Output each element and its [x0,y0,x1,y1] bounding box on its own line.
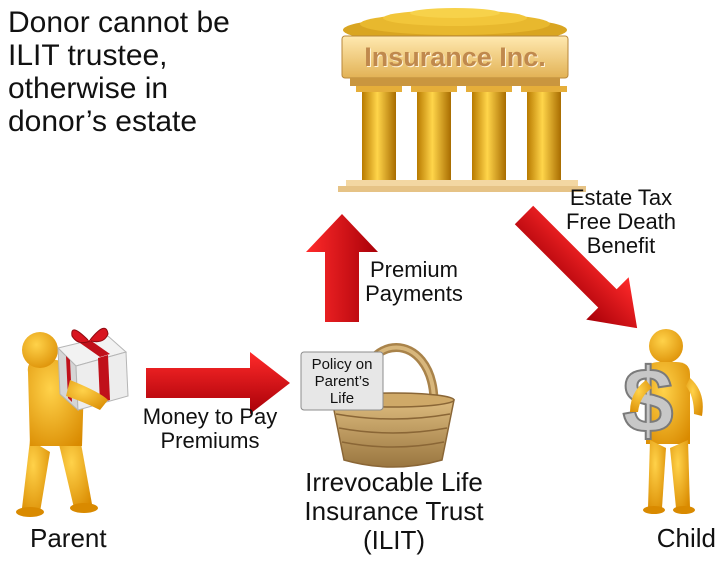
premium-payments-arrow [306,214,378,322]
svg-text:$: $ [622,350,673,452]
warning-note: Donor cannot be ILIT trustee, otherwise … [8,6,308,138]
parent-figure-icon [16,327,129,517]
warning-note-line: donor’s estate [8,105,198,138]
trust-label: Irrevocable Life Insurance Trust (ILIT) [282,468,506,555]
premium-payments-line: Payments [365,281,463,306]
death-benefit-arrow [514,205,638,329]
policy-tag-line: Life [329,390,355,407]
death-benefit-line: Benefit [586,233,656,258]
money-to-pay-line: Premiums [160,428,260,453]
insurance-building-icon [338,8,586,192]
trust-label-line: Insurance Trust [304,496,484,526]
death-benefit-label: Estate Tax Free Death Benefit [546,186,696,258]
money-to-pay-label: Money to Pay Premiums [126,405,294,453]
death-benefit-line: Estate Tax [569,185,673,210]
warning-note-line: ILIT trustee, [8,39,168,72]
warning-note-line: Donor cannot be [8,6,230,39]
child-figure-icon: $ [621,329,703,514]
policy-tag-line: Parent’s [314,373,370,390]
trust-label-line: Irrevocable Life [305,467,483,497]
premium-payments-line: Premium [369,257,458,282]
premium-payments-label: Premium Payments [358,258,470,306]
warning-note-line: otherwise in [8,72,169,105]
insurer-sign: Insurance Inc. [364,42,546,72]
policy-tag [300,351,384,411]
child-label: Child [656,523,716,553]
dollar-sign-icon: $ [621,349,674,453]
policy-tag-line: Policy on [311,356,373,373]
parent-label: Parent [30,523,107,553]
policy-tag-text: Policy on Parent’s Life [301,356,383,407]
money-to-pay-arrow [146,352,290,414]
money-to-pay-line: Money to Pay [142,404,278,429]
death-benefit-line: Free Death [565,209,677,234]
trust-label-line: (ILIT) [362,525,426,555]
